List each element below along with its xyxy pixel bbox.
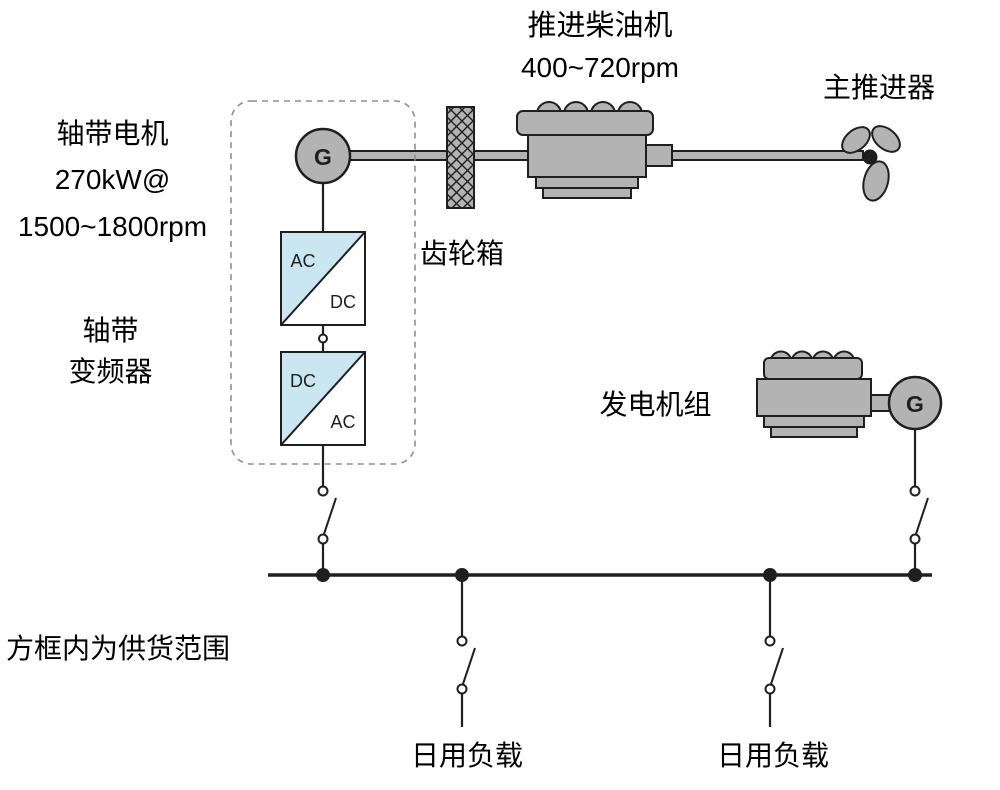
label-shaft-converter-line2: 变频器 bbox=[68, 356, 153, 387]
label-generator-set: 发电机组 bbox=[599, 389, 712, 420]
label-propulsion-engine: 推进柴油机 bbox=[527, 10, 673, 42]
main-bus-bar bbox=[268, 568, 932, 582]
shaft-generator-symbol: G bbox=[294, 127, 352, 185]
gearbox-symbol bbox=[446, 106, 475, 209]
converter-bottom-ac-label: AC bbox=[330, 412, 355, 432]
engine-top-bar bbox=[516, 110, 654, 136]
engine-base bbox=[770, 426, 858, 438]
label-propulsion-engine-rpm: 400~720rpm bbox=[520, 52, 679, 83]
genset-generator-letter: G bbox=[906, 391, 924, 417]
converter-link-terminal bbox=[318, 333, 328, 344]
label-shaft-motor-power: 270kW@ bbox=[54, 164, 171, 195]
engine-base bbox=[542, 187, 632, 199]
propulsion-engine-symbol bbox=[516, 101, 673, 199]
converter-dc-ac-symbol: DC AC bbox=[280, 351, 366, 446]
genset-generator-symbol: G bbox=[887, 375, 943, 431]
bus-node bbox=[316, 568, 330, 582]
label-gearbox: 齿轮箱 bbox=[420, 238, 505, 269]
breaker-daily-load-left bbox=[456, 635, 476, 695]
engine-output-stub bbox=[645, 144, 673, 167]
breaker-genset bbox=[909, 485, 929, 545]
bus-node bbox=[455, 568, 469, 582]
converter-top-dc-label: DC bbox=[330, 292, 356, 312]
label-shaft-motor-rpm: 1500~1800rpm bbox=[17, 211, 208, 242]
engine-body bbox=[527, 134, 647, 178]
shaft-generator-letter: G bbox=[314, 144, 332, 170]
breaker-daily-load-right bbox=[764, 635, 784, 695]
label-shaft-motor-name: 轴带电机 bbox=[56, 118, 169, 149]
engine-top-bar bbox=[763, 357, 863, 380]
converter-top-ac-label: AC bbox=[290, 251, 315, 271]
propeller-blade bbox=[862, 160, 890, 202]
engine-body bbox=[756, 378, 872, 417]
propeller-symbol bbox=[841, 125, 901, 202]
genset-engine-symbol bbox=[756, 350, 892, 438]
label-daily-load-right: 日用负载 bbox=[716, 740, 829, 771]
engine-skirt bbox=[535, 176, 639, 189]
label-shaft-converter-line1: 轴带 bbox=[82, 315, 139, 346]
breaker-shaft-converter bbox=[317, 485, 337, 545]
converter-bottom-dc-label: DC bbox=[290, 371, 316, 391]
label-scope-note: 方框内为供货范围 bbox=[6, 633, 231, 664]
label-main-propeller: 主推进器 bbox=[822, 72, 935, 103]
supply-scope-dashed-box bbox=[230, 100, 416, 465]
engine-skirt bbox=[763, 415, 865, 428]
engine-output-stub bbox=[868, 394, 892, 412]
propeller-hub bbox=[862, 149, 878, 165]
propeller-blade bbox=[841, 126, 871, 154]
label-daily-load-left: 日用负载 bbox=[410, 740, 523, 771]
bus-node bbox=[908, 568, 922, 582]
propeller-blade bbox=[871, 125, 901, 153]
bus-node bbox=[763, 568, 777, 582]
converter-ac-dc-symbol: AC DC bbox=[280, 231, 366, 326]
